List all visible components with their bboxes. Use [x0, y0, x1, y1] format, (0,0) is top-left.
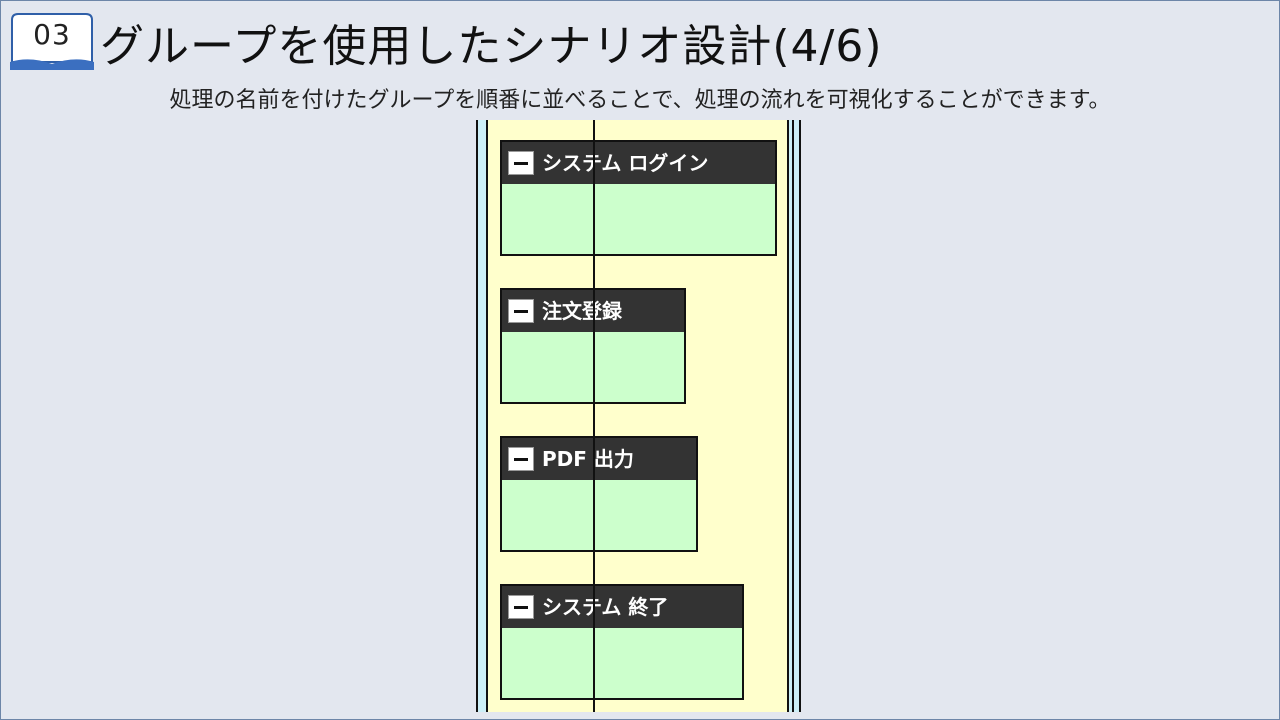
collapse-icon[interactable] — [508, 151, 534, 175]
slide-subtitle: 処理の名前を付けたグループを順番に並べることで、処理の流れを可視化することができ… — [169, 88, 1111, 113]
group-header: PDF 出力 — [502, 438, 696, 480]
slide-title: グループを使用したシナリオ設計(4/6) — [100, 21, 883, 72]
right-rail — [787, 120, 799, 712]
group-header: システム 終了 — [502, 586, 742, 628]
book-icon — [10, 13, 94, 70]
group-body — [502, 480, 696, 550]
left-rail — [478, 120, 488, 712]
group-system-login[interactable]: システム ログイン — [500, 140, 777, 256]
collapse-icon[interactable] — [508, 447, 534, 471]
group-label: 注文登録 — [542, 299, 622, 323]
section-badge: 03 — [10, 12, 94, 70]
collapse-icon[interactable] — [508, 595, 534, 619]
flow-connector-line — [593, 120, 595, 712]
section-number: 03 — [33, 18, 71, 51]
scenario-panel: システム ログイン 注文登録 PDF 出力 システム 終了 — [476, 120, 801, 712]
group-body — [502, 628, 742, 698]
group-body — [502, 184, 775, 254]
group-system-exit[interactable]: システム 終了 — [500, 584, 744, 700]
group-pdf-output[interactable]: PDF 出力 — [500, 436, 698, 552]
collapse-icon[interactable] — [508, 299, 534, 323]
group-label: システム ログイン — [542, 151, 709, 175]
group-label: PDF 出力 — [542, 447, 634, 471]
group-label: システム 終了 — [542, 595, 669, 619]
group-header: システム ログイン — [502, 142, 775, 184]
